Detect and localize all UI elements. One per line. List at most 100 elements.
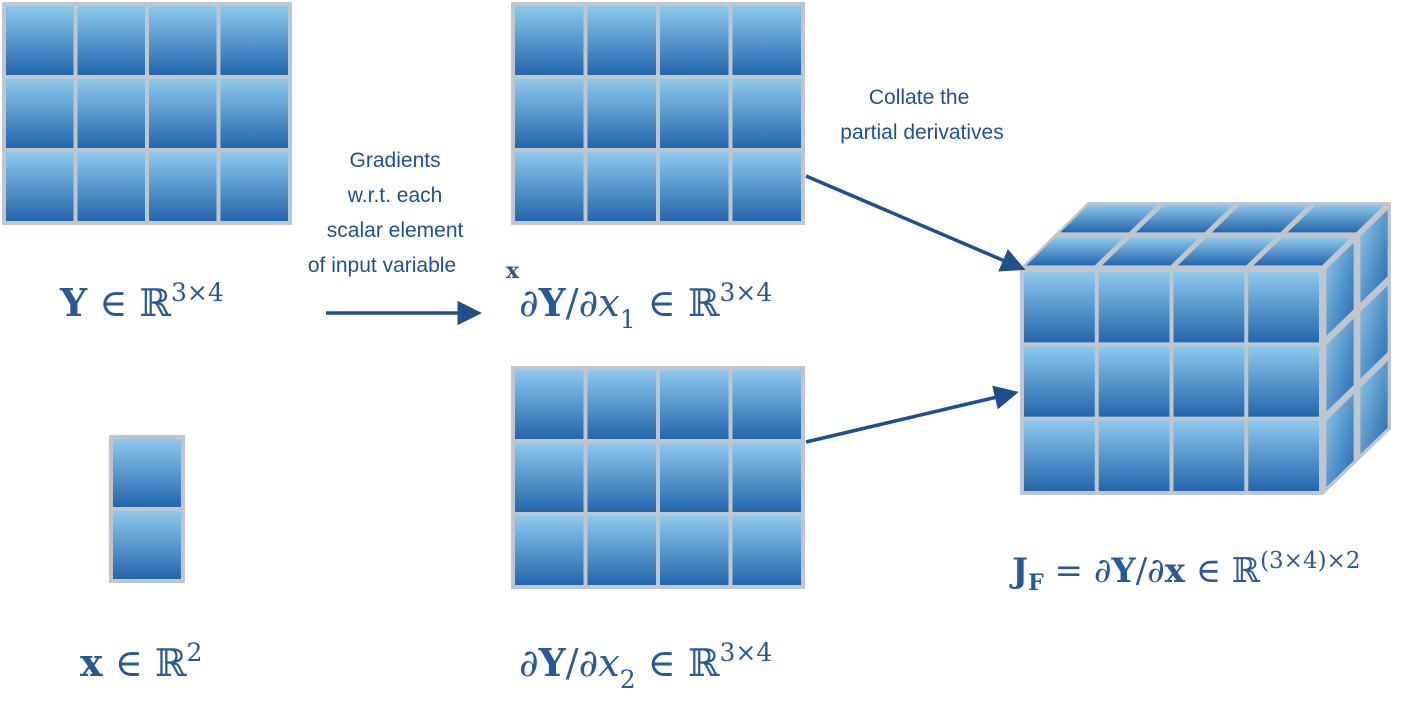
- label-x-symbol: x: [80, 640, 103, 685]
- gradients-line-4: of input variable: [308, 254, 456, 277]
- partial-1-cell: [660, 152, 729, 221]
- label-d1-sup: 3×4: [719, 278, 772, 307]
- gradients-line-2: w.r.t. each: [347, 184, 443, 207]
- matrix-Y-cell: [77, 6, 145, 75]
- label-Y-sup: 3×4: [171, 278, 224, 307]
- partial-1-cell: [732, 6, 801, 75]
- cube-top-cell: [1177, 237, 1275, 266]
- cube-side-cell: [1326, 394, 1354, 488]
- cube-front-cell: [1024, 346, 1095, 417]
- label-d1-Y: Y: [538, 280, 567, 325]
- cube-front-cell: [1024, 420, 1095, 491]
- cube-top-cell: [1136, 204, 1234, 233]
- label-Y-symbol: Y: [59, 280, 88, 325]
- label-d2-sub: 2: [620, 665, 636, 694]
- partial-1-cell: [660, 6, 729, 75]
- matrix-Y-cell: [77, 152, 145, 221]
- partial-2-cell: [660, 370, 729, 439]
- partial-1-cell: [587, 6, 656, 75]
- cube-top-cell: [1253, 237, 1351, 266]
- cube-side-cell: [1326, 318, 1354, 412]
- jacobian-cube: [1020, 202, 1391, 495]
- partial-2-cell: [660, 443, 729, 512]
- partial-2-cell: [515, 516, 584, 585]
- partial-2-cell: [587, 516, 656, 585]
- partial-derivative-1-grid: [511, 2, 805, 225]
- cube-front-cell: [1248, 420, 1319, 491]
- matrix-Y-cell: [220, 6, 288, 75]
- partial-1-cell: [587, 79, 656, 148]
- partial-2-cell: [660, 516, 729, 585]
- partial-2-cell: [732, 443, 801, 512]
- matrix-Y-cell: [149, 6, 217, 75]
- collate-line-1: Collate the: [869, 86, 969, 109]
- label-d2-Y: Y: [538, 640, 567, 685]
- cube-side-cell: [1360, 285, 1388, 379]
- label-J-sup: (3×4)×2: [1260, 548, 1360, 574]
- matrix-Y-cell: [220, 79, 288, 148]
- partial-2-cell: [587, 443, 656, 512]
- label-d1-prefix: ∂: [519, 281, 539, 325]
- vector-x-cell: [113, 439, 181, 507]
- cube-front-cell: [1248, 272, 1319, 343]
- partial-2-cell: [732, 516, 801, 585]
- partial-1-cell: [660, 79, 729, 148]
- cube-top-cell: [1060, 204, 1158, 233]
- label-J-Y: Y: [1110, 551, 1136, 591]
- label-J-eq: = ∂: [1044, 551, 1112, 591]
- label-d1-var: x: [598, 281, 619, 325]
- matrix-Y-cell: [220, 152, 288, 221]
- label-Y: Y ∈ ℝ3×4: [59, 278, 224, 325]
- partial-1-cell: [515, 152, 584, 221]
- label-J-sub: F: [1028, 570, 1044, 596]
- cube-front-cell: [1024, 272, 1095, 343]
- partial-2-cell: [515, 370, 584, 439]
- gradients-line-3: scalar element: [327, 219, 464, 242]
- cube-side-cell: [1360, 361, 1388, 455]
- cube-front-cell: [1098, 420, 1170, 491]
- partial-2-cell: [587, 370, 656, 439]
- cube-top-cell: [1211, 204, 1309, 233]
- cube-front-cell: [1248, 346, 1319, 417]
- partial-2-cell: [515, 443, 584, 512]
- matrix-Y-cell: [77, 79, 145, 148]
- partial-1-cell: [732, 79, 801, 148]
- label-d2-var: x: [598, 641, 619, 685]
- label-d2-slash: /∂: [566, 641, 598, 685]
- cube-front-cell: [1098, 346, 1170, 417]
- vector-x-grid: [109, 435, 185, 583]
- label-d2: ∂Y/∂x2 ∈ ℝ3×4: [519, 638, 772, 694]
- label-d2-sup: 3×4: [719, 638, 772, 667]
- matrix-Y-cell: [6, 79, 74, 148]
- matrix-Y-cell: [6, 6, 74, 75]
- gradients-annotation: Gradients w.r.t. each scalar element of …: [308, 149, 469, 277]
- collate-annotation: Collate the partial derivatives: [840, 86, 1003, 144]
- label-d1-slash: /∂: [566, 281, 598, 325]
- partial-derivative-2-grid: [511, 366, 805, 589]
- collate-arrow-top: [805, 174, 1026, 272]
- partial-1-cell: [515, 79, 584, 148]
- label-d2-rel: ∈ ℝ: [636, 641, 720, 685]
- label-d1-rel: ∈ ℝ: [636, 281, 720, 325]
- matrix-Y-cell: [149, 79, 217, 148]
- label-J-x: x: [1165, 551, 1186, 591]
- label-J-symbol: J: [1009, 551, 1028, 591]
- cube-front-cell: [1173, 420, 1245, 491]
- label-J-rel: ∈ ℝ: [1185, 551, 1261, 591]
- cube-front-cell: [1173, 346, 1245, 417]
- cube-side-cell: [1360, 209, 1388, 303]
- cube-top-cell: [1026, 237, 1124, 266]
- cube-top-cell: [1287, 204, 1385, 233]
- partial-1-cell: [732, 152, 801, 221]
- label-jacobian: JF = ∂Y/∂x ∈ ℝ(3×4)×2: [1009, 548, 1360, 596]
- matrix-Y-cell: [6, 152, 74, 221]
- label-d1-sub: 1: [620, 305, 636, 334]
- collate-line-2: partial derivatives: [840, 121, 1003, 144]
- partial-1-cell: [587, 152, 656, 221]
- cube-side-cell: [1326, 242, 1354, 336]
- matrix-Y-cell: [149, 152, 217, 221]
- matrix-Y-grid: [2, 2, 292, 225]
- partial-1-cell: [515, 6, 584, 75]
- label-x-sup: 2: [187, 638, 203, 667]
